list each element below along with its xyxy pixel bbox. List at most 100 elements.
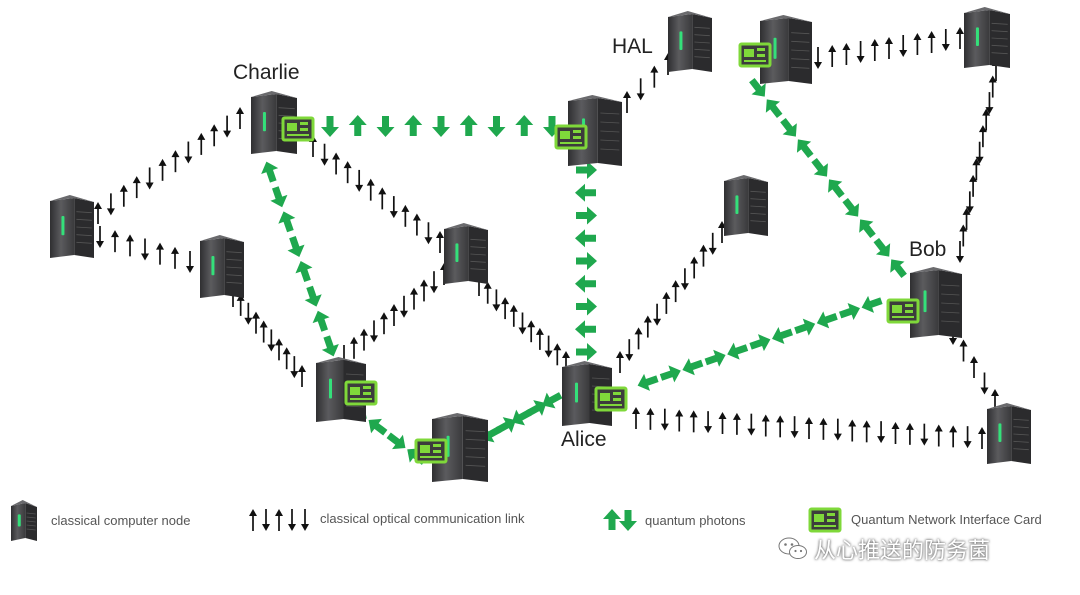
- classical-link-arrow: [267, 329, 276, 352]
- quantum-photon-arrow: [432, 116, 450, 137]
- quantum-photon-arrow: [765, 99, 783, 119]
- classical-link-arrow: [790, 416, 799, 439]
- classical-link: [475, 274, 570, 373]
- quantum-link: [481, 392, 563, 443]
- classical-link: [96, 226, 194, 273]
- classical-link-arrow: [949, 425, 958, 448]
- quantum-photon-arrow: [772, 327, 793, 345]
- classical-link-arrow: [848, 419, 857, 442]
- classical-link: [632, 407, 986, 449]
- quantum-photon-arrow: [487, 116, 506, 137]
- quantum-photon-arrow: [261, 161, 279, 183]
- legend-classical-text: classical optical communication link: [320, 511, 525, 526]
- quantum-photon-arrow: [376, 116, 395, 137]
- quantum-photon-arrow: [576, 161, 597, 179]
- classical-link-arrow: [634, 327, 643, 350]
- classical-link-arrow: [805, 417, 813, 439]
- legend-classical-icon: [249, 509, 309, 531]
- classical-link-arrow: [969, 174, 978, 197]
- classical-link-arrow: [653, 303, 662, 326]
- quantum-photon-arrow: [859, 219, 876, 239]
- quantum-photon-arrow: [278, 211, 296, 233]
- quantum-photon-arrow: [861, 295, 883, 313]
- quantum-photon-arrow: [511, 409, 532, 426]
- classical-link-arrow: [814, 47, 822, 69]
- quantum-photon-arrow: [890, 259, 907, 279]
- network-interface-card-icon: [414, 438, 448, 464]
- classical-link-arrow: [298, 365, 306, 387]
- classical-link-arrow: [106, 193, 115, 216]
- classical-link-arrow: [972, 158, 981, 181]
- watermark: 从心推送的防务菌: [778, 533, 1068, 565]
- classical-link-arrow: [988, 75, 997, 98]
- classical-link-arrow: [535, 327, 544, 350]
- quantum-link: [321, 115, 561, 137]
- quantum-photon-arrow: [603, 509, 621, 530]
- quantum-photon-arrow: [794, 318, 816, 336]
- classical-link-arrow: [833, 418, 842, 441]
- classical-link-arrow: [970, 356, 978, 378]
- classical-link-arrow: [141, 238, 149, 261]
- computer-node-icon: [444, 223, 488, 284]
- classical-link: [814, 27, 964, 69]
- classical-link-arrow: [660, 408, 669, 431]
- classical-link-arrow: [197, 132, 206, 155]
- legend-quantum-text: quantum photons: [645, 513, 746, 528]
- classical-link-arrow: [509, 304, 518, 327]
- classical-link-arrow: [623, 91, 631, 113]
- classical-link-arrow: [252, 311, 260, 334]
- network-interface-card-icon: [594, 386, 628, 412]
- classical-link-arrow: [982, 108, 991, 131]
- classical-link-arrow: [401, 204, 410, 227]
- classical-link-arrow: [956, 27, 964, 49]
- quantum-photon-arrow: [368, 418, 388, 436]
- classical-link-arrow: [962, 207, 971, 230]
- classical-link-arrow: [360, 328, 368, 351]
- quantum-photon-arrow: [796, 139, 814, 159]
- classical-link-arrow: [412, 213, 421, 236]
- classical-link: [616, 221, 726, 373]
- classical-link-arrow: [680, 268, 689, 291]
- classical-link-arrow: [184, 141, 193, 164]
- quantum-photon-arrow: [811, 157, 828, 177]
- classical-link-arrow: [410, 287, 418, 310]
- classical-link-arrow: [483, 281, 492, 304]
- quantum-photon-arrow: [495, 417, 516, 434]
- classical-link-arrow: [913, 33, 922, 55]
- legend-node-icon: [11, 500, 37, 541]
- classical-link-arrow: [877, 421, 886, 444]
- classical-link-arrow: [332, 152, 341, 175]
- classical-link-arrow: [553, 343, 562, 366]
- quantum-photon-arrow: [828, 179, 845, 199]
- quantum-photon-arrow: [659, 365, 681, 383]
- classical-link-arrow: [420, 279, 428, 302]
- computer-node-icon: [668, 11, 712, 72]
- classical-link-arrow: [492, 289, 501, 312]
- quantum-photon-arrow: [304, 285, 322, 307]
- legend-quantum-icon: [603, 509, 637, 531]
- classical-link-arrow: [119, 184, 128, 207]
- classical-link-arrow: [776, 415, 785, 438]
- quantum-photon-arrow: [321, 335, 339, 357]
- network-interface-card-icon: [281, 116, 315, 142]
- classical-link-arrow: [290, 356, 299, 379]
- classical-link-arrow: [675, 409, 684, 432]
- classical-link-arrow: [320, 143, 329, 166]
- quantum-photon-arrow: [816, 311, 838, 329]
- classical-link-arrow: [132, 176, 141, 199]
- classical-link-arrow: [975, 141, 984, 164]
- quantum-link: [575, 161, 597, 361]
- classical-link-arrow: [171, 246, 179, 269]
- quantum-photon-arrow: [704, 349, 726, 367]
- classical-link-arrow: [400, 295, 408, 318]
- classical-link-arrow: [94, 202, 102, 224]
- quantum-photon-arrow: [575, 274, 596, 293]
- classical-link-arrow: [708, 232, 717, 255]
- quantum-photon-arrow: [526, 400, 547, 417]
- computer-node-icon: [200, 235, 244, 298]
- classical-link-arrow: [856, 41, 865, 63]
- classical-link: [623, 53, 672, 113]
- label-charlie: Charlie: [233, 61, 300, 84]
